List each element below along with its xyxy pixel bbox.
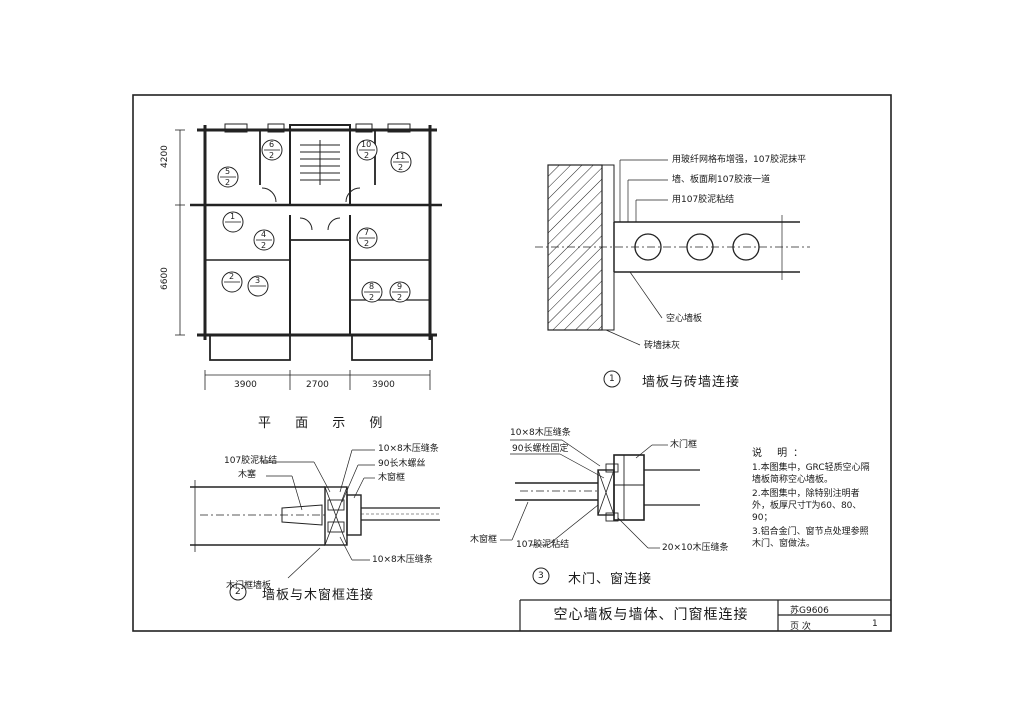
room-tag-5-den: 2 [225,178,231,187]
detail-2-label-adhesive: 107胶泥粘结 [224,456,278,466]
title-block-frame [519,599,891,631]
detail-3-label-strip-20x10: 20×10木压缝条 [662,543,729,553]
room-tag-4-den: 2 [261,241,267,250]
detail-1-label-primer: 墙、板面刷107胶液一道 [672,175,771,185]
room-tag-8-num: 8 [369,282,375,291]
notes-block: 说 明： 1.本图集中，GRC轻质空心隔墙板简称空心墙板。 2.本图集中，除特别… [752,448,872,552]
detail-3-label-strip: 10×8木压缝条 [510,428,571,438]
plan-dim-6600: 6600 [160,267,170,290]
detail-2-number: 2 [235,587,241,597]
plan-dim-3900-left: 3900 [234,380,257,390]
room-tag-4-num: 4 [261,230,267,239]
plan-dim-2700: 2700 [306,380,329,390]
detail-2-label-plug: 木塞 [238,470,257,480]
detail-3-label-adhesive: 107胶泥粘结 [516,540,570,550]
detail-1-label-hollow-panel: 空心墙板 [666,314,703,324]
room-tag-10-num: 10 [361,140,372,149]
detail-1-drawing [535,159,810,346]
room-tag-3-num: 3 [255,276,261,285]
room-tag-9-den: 2 [397,293,403,302]
room-tag-11-den: 2 [398,163,404,172]
room-tag-10-den: 2 [364,151,370,160]
detail-2-label-strip-bottom: 10×8木压缝条 [372,555,433,565]
detail-3-number: 3 [538,571,544,581]
detail-3-label-window-frame: 木窗框 [470,535,498,545]
room-tag-dividers [220,149,409,293]
room-tags [217,139,412,303]
sheet-frame [132,94,892,632]
title-block-code: 苏G9606 [790,606,829,616]
title-block-page-value: 1 [872,619,878,629]
room-tag-6-den: 2 [269,151,275,160]
notes-item-2: 2.本图集中，除特别注明者外，板厚尺寸T为60、80、90； [752,489,862,523]
room-tag-11-num: 11 [395,152,406,161]
room-tag-8-den: 2 [369,293,375,302]
detail-1-label-mesh: 用玻纤网格布增强，107胶泥抹平 [672,155,807,165]
room-tag-7-den: 2 [364,239,370,248]
notes-item-1: 1.本图集中，GRC轻质空心隔墙板简称空心墙板。 [752,463,870,485]
room-tag-6-num: 6 [269,140,275,149]
detail-2-number-circle [229,583,247,601]
detail-2-drawing [190,449,440,579]
room-tag-5-num: 5 [225,167,231,176]
plan-caption: 平 面 示 例 [258,416,393,431]
floor-plan [175,123,442,390]
title-block-page-label: 页 次 [790,622,811,632]
notes-title: 说 明： [752,448,810,459]
detail-3-drawing [500,439,700,549]
room-tag-1-num: 1 [230,212,236,221]
detail-3-title: 木门、窗连接 [568,572,653,587]
detail-1-number: 1 [609,374,615,384]
detail-3-label-door-frame: 木门框 [670,440,698,450]
room-tag-2-num: 2 [229,272,235,281]
detail-1-label-plaster: 砖墙抹灰 [644,341,681,351]
detail-2-title: 墙板与木窗框连接 [262,588,375,603]
detail-3-number-circle [532,567,550,585]
detail-2-label-window-frame: 木窗框 [378,473,406,483]
detail-1-number-circle [603,370,621,388]
detail-2-label-screw: 90长木螺丝 [378,459,426,469]
notes-item-3: 3.铝合金门、窗节点处理参照木门、窗做法。 [752,527,869,549]
room-tag-9-num: 9 [397,282,403,291]
plan-dim-3900-right: 3900 [372,380,395,390]
detail-1-label-adhesive: 用107胶泥粘结 [672,195,735,205]
detail-3-label-bolt: 90长螺栓固定 [512,444,569,454]
detail-1-title: 墙板与砖墙连接 [642,375,741,390]
detail-2-label-door-panel: 木门框墙板 [226,581,272,591]
room-tag-7-num: 7 [364,228,370,237]
title-block-title: 空心墙板与墙体、门窗框连接 [553,607,749,623]
detail-2-label-strip-top: 10×8木压缝条 [378,444,439,454]
plan-dim-4200: 4200 [160,145,170,168]
